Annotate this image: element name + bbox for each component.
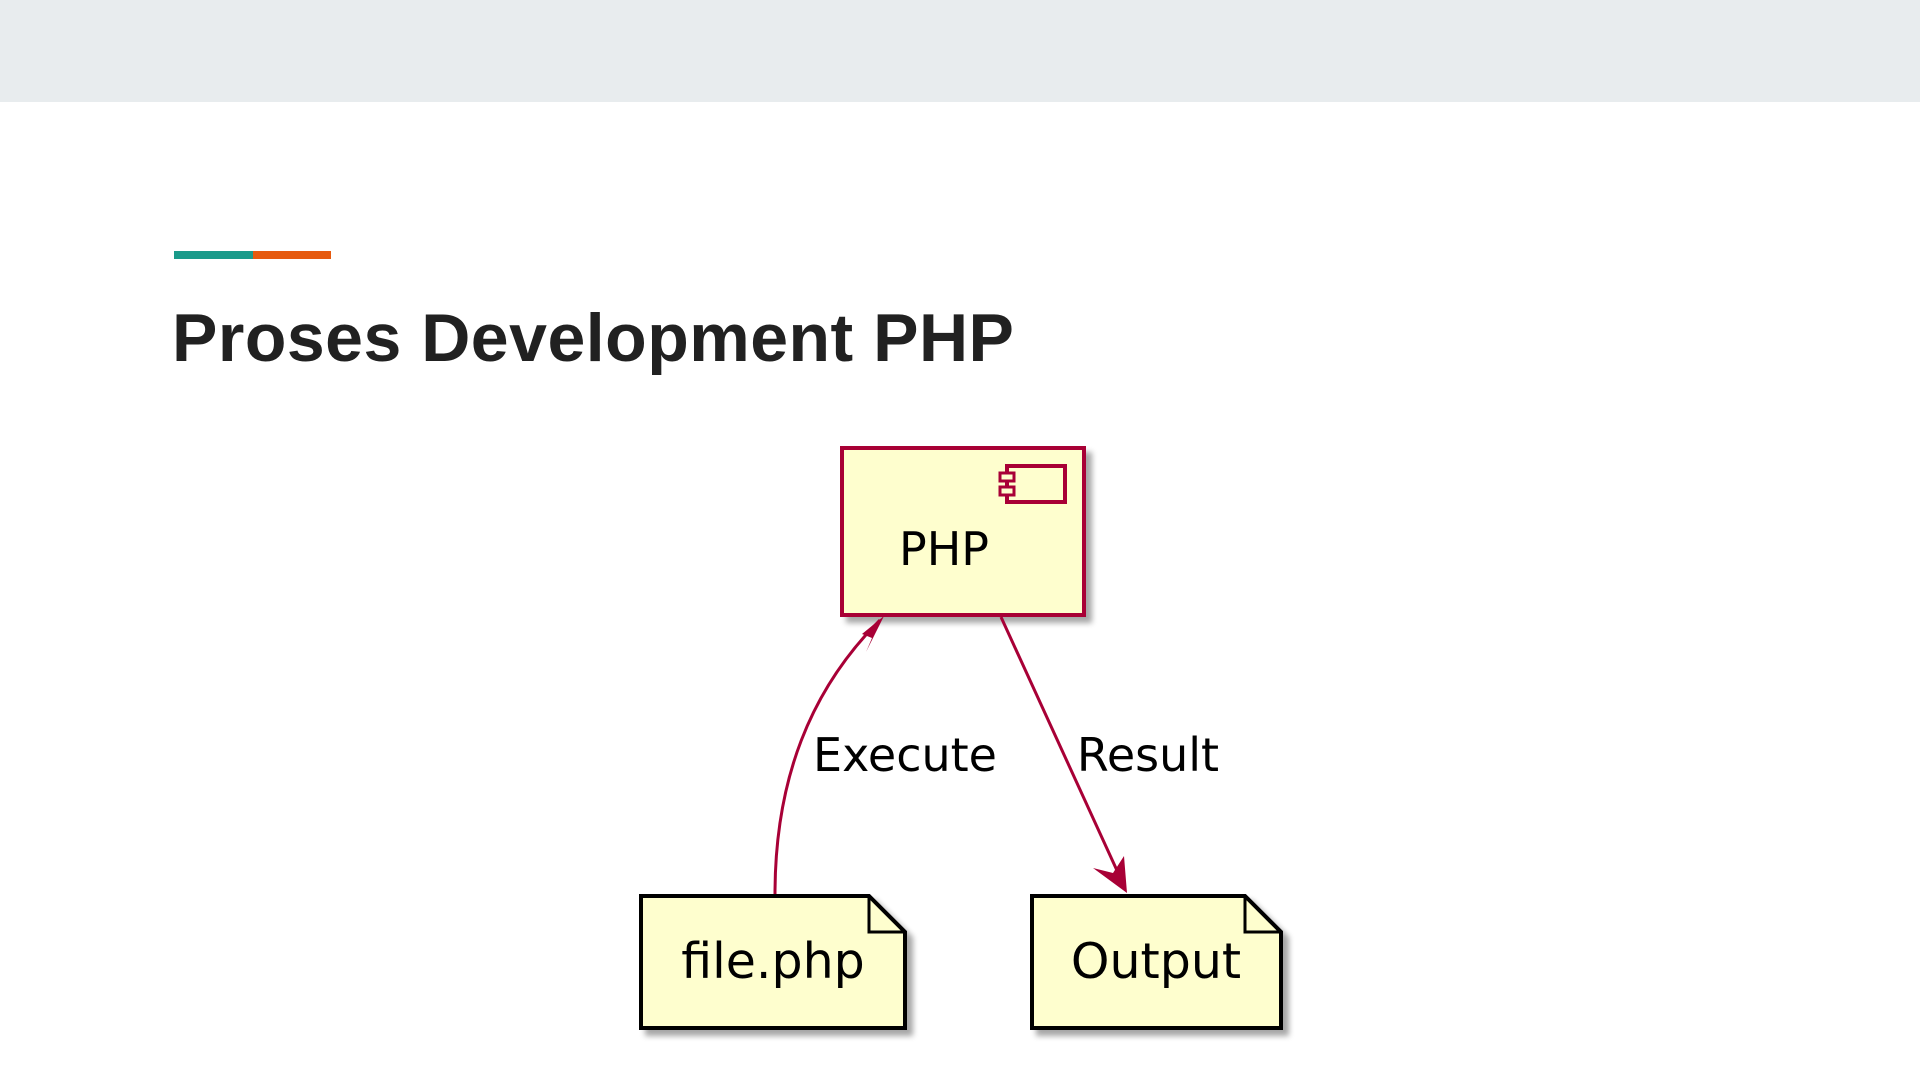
output-note-fold	[1243, 896, 1281, 934]
output-note-shape	[1030, 894, 1283, 1030]
accent-teal-segment	[174, 251, 253, 259]
execute-edge-label: Execute	[813, 728, 997, 782]
php-component-node: PHP	[840, 446, 1086, 617]
result-arrowhead	[1093, 856, 1127, 893]
result-edge-label: Result	[1077, 728, 1219, 782]
file-php-note: file.php	[639, 894, 907, 1030]
output-note-label: Output	[1071, 933, 1241, 990]
file-php-note-fold	[867, 896, 905, 934]
header-band	[0, 0, 1920, 102]
execute-edge: Execute	[773, 616, 997, 895]
execute-arrow-line	[773, 618, 882, 895]
accent-orange-segment	[253, 251, 331, 259]
output-note: Output	[1030, 894, 1283, 1030]
result-arrow-line	[999, 616, 1127, 889]
component-icon	[998, 464, 1067, 504]
file-php-note-shape	[639, 894, 907, 1030]
result-edge: Result	[999, 616, 1219, 893]
title-accent-bar	[174, 251, 331, 259]
slide-title: Proses Development PHP	[172, 300, 1015, 376]
php-node-label: PHP	[899, 522, 989, 576]
execute-arrowhead	[862, 616, 884, 652]
file-php-note-label: file.php	[681, 933, 864, 990]
